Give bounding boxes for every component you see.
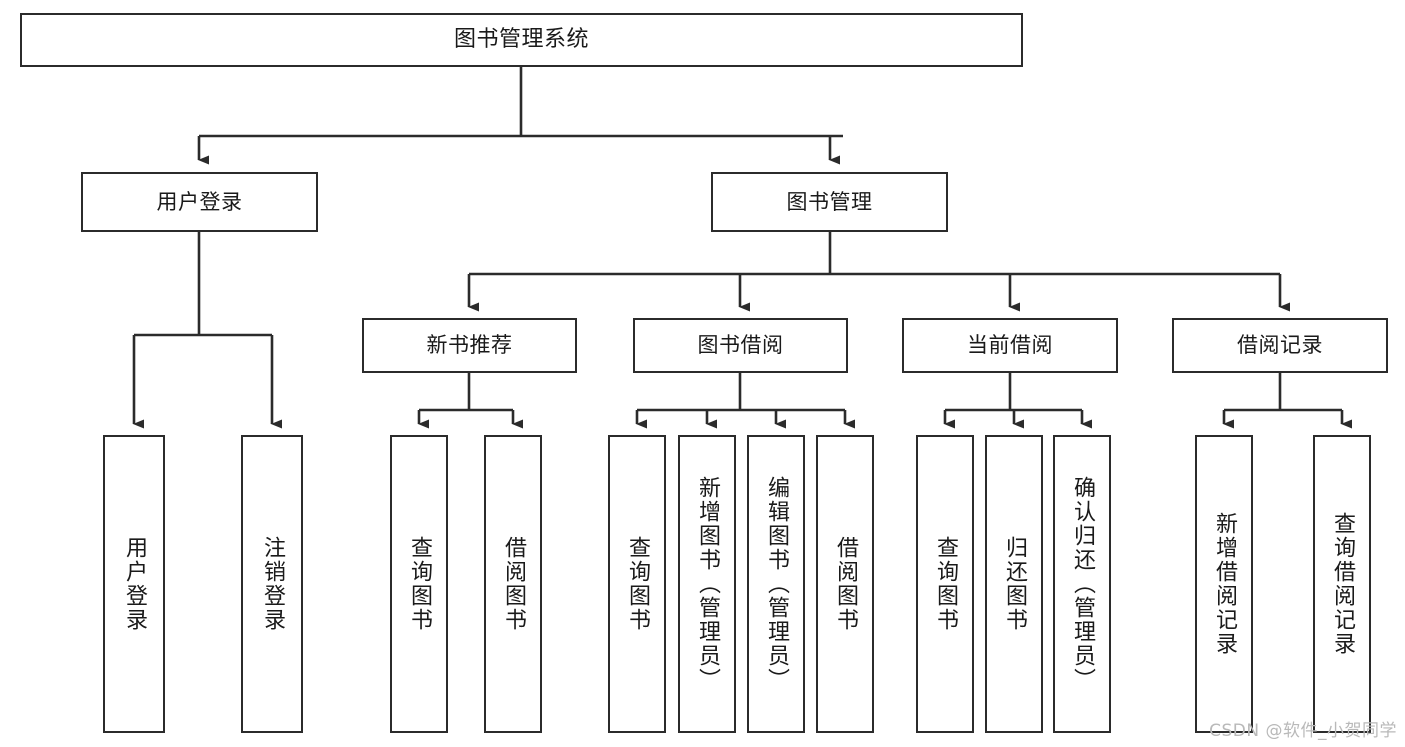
node-leaf-borrow-book[interactable]: 借阅图书: [816, 435, 874, 733]
node-borrow-record[interactable]: 借阅记录: [1172, 318, 1388, 373]
node-leaf-query-book-cur-label: 查询图书: [933, 536, 958, 632]
node-leaf-user-login[interactable]: 用户登录: [103, 435, 165, 733]
node-leaf-add-book-label: 新增图书（管理员）: [695, 476, 720, 692]
node-leaf-query-book-borrow[interactable]: 查询图书: [608, 435, 666, 733]
node-user-login-label: 用户登录: [156, 189, 243, 214]
node-leaf-confirm-return-label: 确认归还（管理员）: [1070, 476, 1095, 692]
node-leaf-add-record-label: 新增借阅记录: [1212, 512, 1237, 656]
node-leaf-borrow-book-rec-label: 借阅图书: [501, 536, 526, 632]
node-root-label: 图书管理系统: [453, 27, 589, 53]
node-leaf-add-record[interactable]: 新增借阅记录: [1195, 435, 1253, 733]
node-book-manage-label: 图书管理: [786, 189, 873, 214]
node-leaf-return-book[interactable]: 归还图书: [985, 435, 1043, 733]
node-book-borrow[interactable]: 图书借阅: [633, 318, 848, 373]
node-leaf-borrow-book-label: 借阅图书: [833, 536, 858, 632]
node-leaf-confirm-return[interactable]: 确认归还（管理员）: [1053, 435, 1111, 733]
node-leaf-add-book[interactable]: 新增图书（管理员）: [678, 435, 736, 733]
node-leaf-query-book-rec-label: 查询图书: [407, 536, 432, 632]
node-leaf-query-book-borrow-label: 查询图书: [625, 536, 650, 632]
node-leaf-return-book-label: 归还图书: [1002, 536, 1027, 632]
node-leaf-edit-book-label: 编辑图书（管理员）: [764, 476, 789, 692]
node-new-book-rec-label: 新书推荐: [426, 333, 513, 358]
node-leaf-query-book-cur[interactable]: 查询图书: [916, 435, 974, 733]
node-book-manage[interactable]: 图书管理: [711, 172, 948, 232]
watermark-text: CSDN @软件_小贺同学: [1209, 721, 1397, 741]
node-root[interactable]: 图书管理系统: [20, 13, 1023, 67]
node-leaf-logout[interactable]: 注销登录: [241, 435, 303, 733]
node-user-login[interactable]: 用户登录: [81, 172, 318, 232]
node-leaf-user-login-label: 用户登录: [122, 536, 147, 632]
node-book-borrow-label: 图书借阅: [697, 333, 784, 358]
node-current-borrow[interactable]: 当前借阅: [902, 318, 1118, 373]
node-leaf-query-record-label: 查询借阅记录: [1330, 512, 1355, 656]
node-current-borrow-label: 当前借阅: [967, 333, 1053, 358]
node-borrow-record-label: 借阅记录: [1237, 333, 1323, 358]
node-leaf-query-book-rec[interactable]: 查询图书: [390, 435, 448, 733]
node-leaf-logout-label: 注销登录: [260, 536, 285, 632]
node-leaf-query-record[interactable]: 查询借阅记录: [1313, 435, 1371, 733]
node-leaf-edit-book[interactable]: 编辑图书（管理员）: [747, 435, 805, 733]
node-leaf-borrow-book-rec[interactable]: 借阅图书: [484, 435, 542, 733]
node-new-book-rec[interactable]: 新书推荐: [362, 318, 577, 373]
